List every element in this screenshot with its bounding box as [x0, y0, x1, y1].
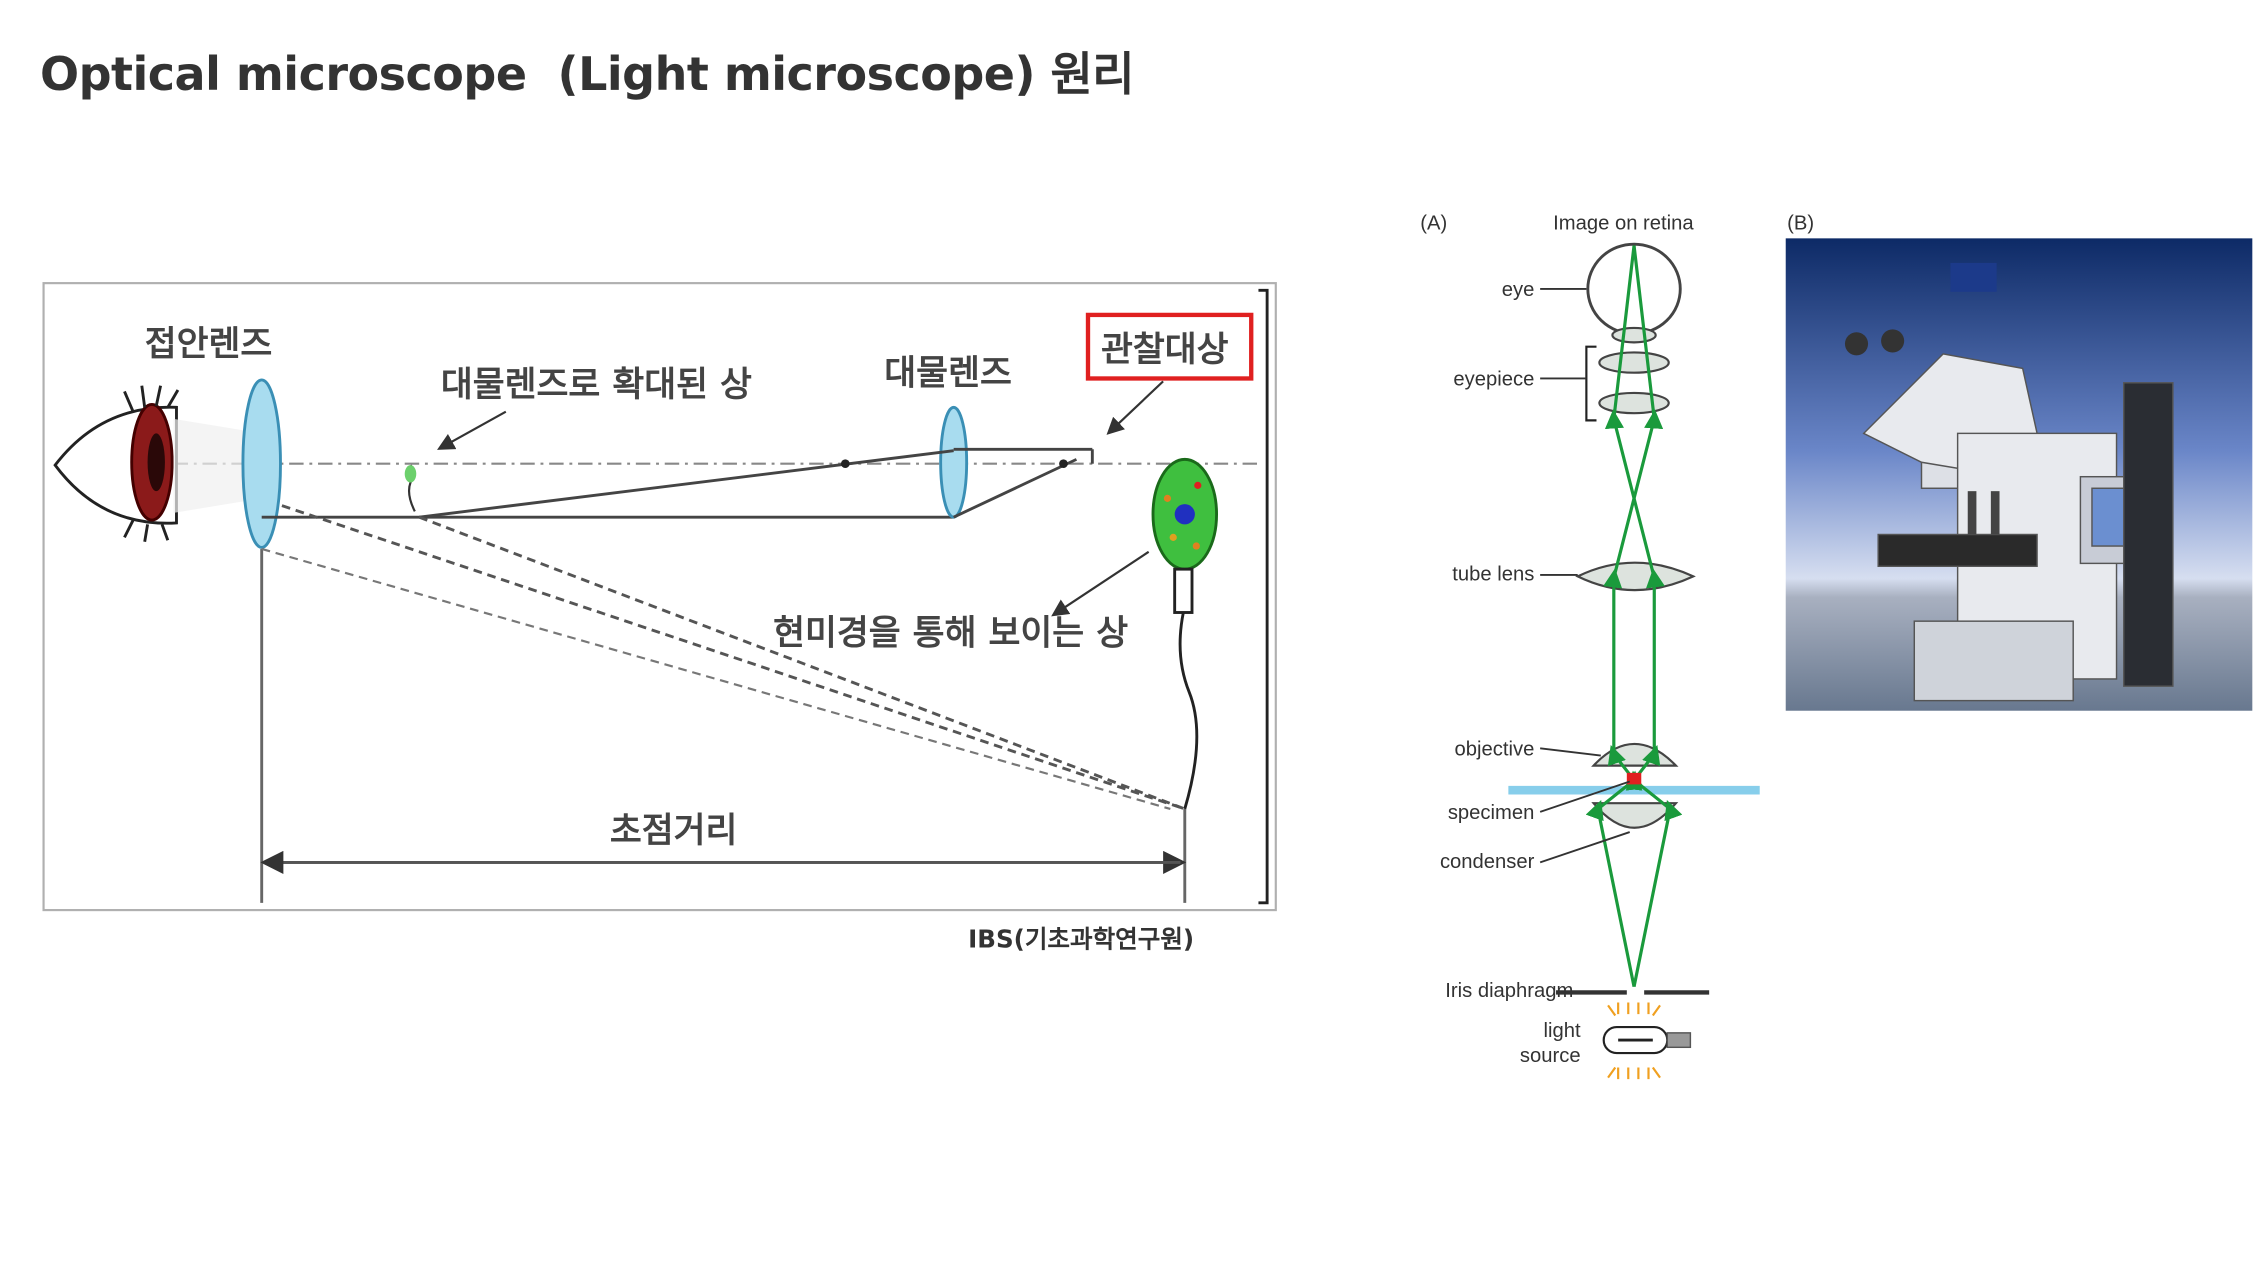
- eyepiece-lens-2: [1598, 391, 1670, 415]
- light-label: light: [1544, 1020, 1581, 1042]
- microscope-photo: [1785, 238, 2253, 711]
- object-label: 관찰대상: [1101, 330, 1229, 370]
- condenser-label: condenser: [1440, 851, 1535, 873]
- object-highlight-box: [1085, 312, 1254, 381]
- intermediate-image: [404, 465, 417, 483]
- lens-magnification-diagram: 접안렌즈 대물렌즈로 확대된 상 대물렌즈 관찰대상 현미경을 통해 보이는 상…: [42, 282, 1277, 954]
- eyepiece-lens-1: [1598, 351, 1670, 374]
- objective-label-en: objective: [1455, 739, 1535, 761]
- credit: IBS(기초과학연구원): [968, 925, 1194, 954]
- tube-lens-label: tube lens: [1452, 564, 1534, 586]
- eyepiece-lens: [241, 378, 282, 549]
- diagram-frame: [42, 282, 1277, 912]
- panel-b-label: (B): [1787, 213, 1814, 235]
- bracket: [1258, 288, 1269, 905]
- light-path-diagram: (A) Image on retina (B): [1420, 213, 1814, 1080]
- panel-a-label: (A): [1420, 213, 1447, 235]
- specimen-label: specimen: [1448, 802, 1535, 824]
- focal-length-label: 초점거리: [610, 811, 738, 851]
- eyepiece-label: 접안렌즈: [145, 324, 273, 364]
- light-rays: [1585, 245, 1683, 987]
- objective-lens: [939, 405, 969, 519]
- magnified-image-label: 대물렌즈로 확대된 상: [441, 365, 752, 405]
- condenser-lens: [1591, 802, 1679, 829]
- eyepiece-label-en: eyepiece: [1453, 369, 1534, 391]
- page-title: Optical microscope (Light microscope) 원리: [40, 47, 1135, 101]
- source-label: source: [1520, 1045, 1581, 1067]
- objective-lens: [1591, 743, 1679, 767]
- eye-label: eye: [1502, 279, 1535, 301]
- objective-label: 대물렌즈: [884, 353, 1012, 393]
- specimen-icon: [1151, 457, 1219, 810]
- image-on-retina-label: Image on retina: [1553, 213, 1694, 235]
- eye-icon: [53, 385, 180, 542]
- tube-lens: [1575, 561, 1696, 592]
- iris-diaphragm-label: Iris diaphragm: [1445, 980, 1573, 1002]
- light-source-icon: [1602, 1002, 1692, 1080]
- specimen-point: [1626, 772, 1642, 785]
- virtual-image-label: 현미경을 통해 보이는 상: [773, 613, 1128, 653]
